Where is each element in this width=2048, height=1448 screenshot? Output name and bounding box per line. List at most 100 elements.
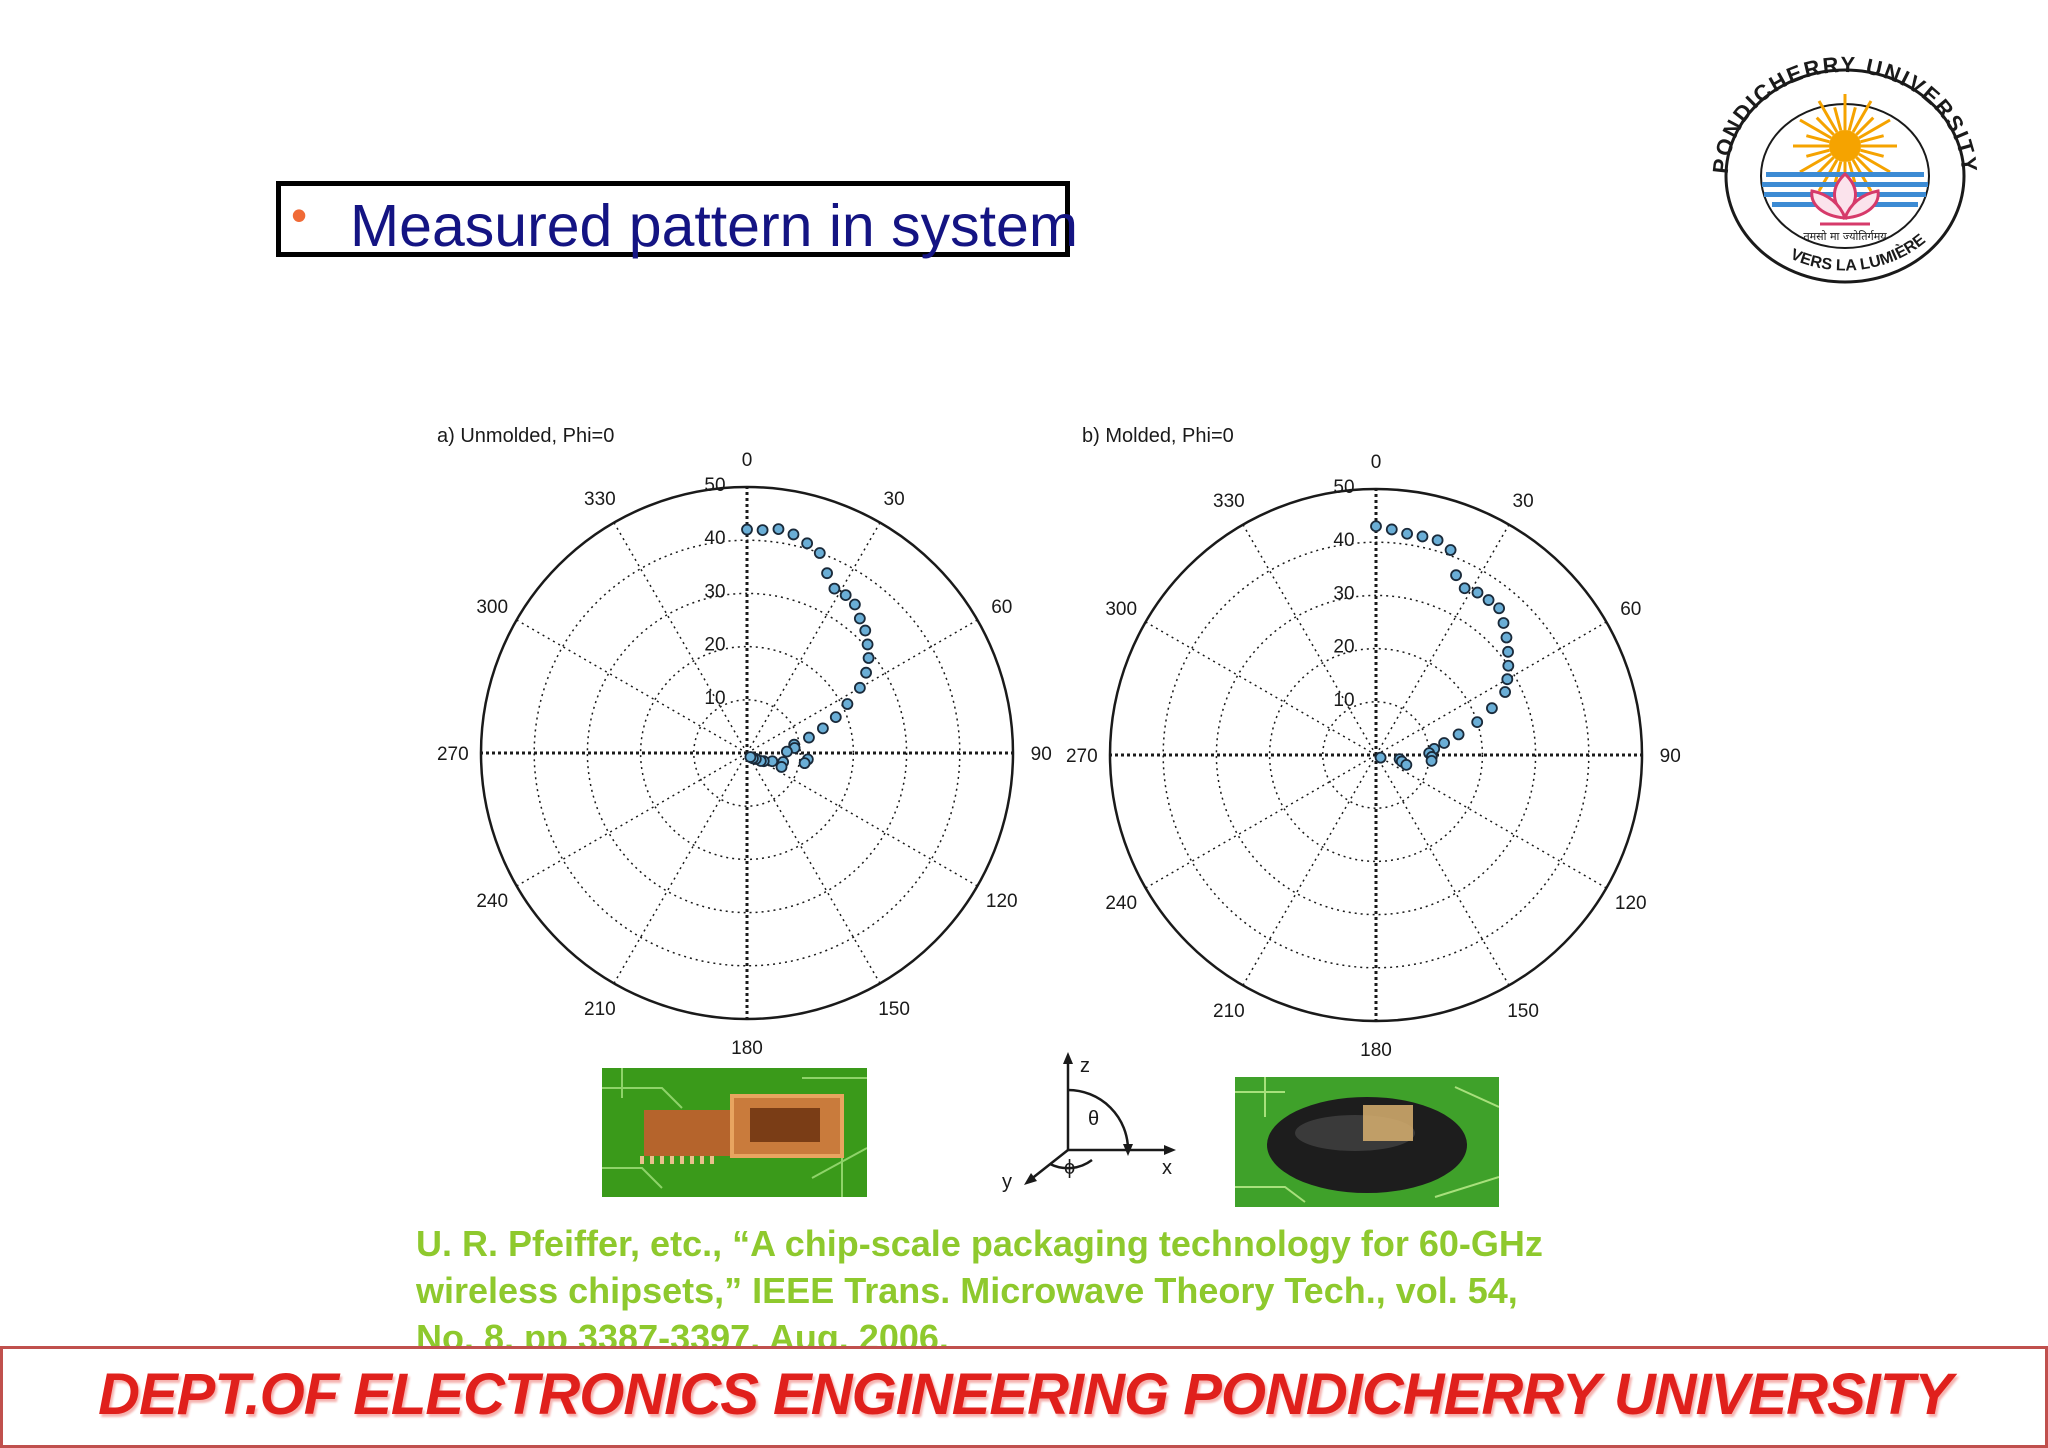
- angle-tick-label: 300: [476, 597, 508, 618]
- data-point: [1450, 569, 1462, 582]
- angular-grid-line: [516, 752, 748, 887]
- data-point: [853, 612, 866, 625]
- data-point: [859, 624, 872, 637]
- data-point: [1500, 631, 1513, 644]
- radial-tick-label: 20: [704, 635, 725, 656]
- data-point: [1400, 758, 1413, 771]
- data-point: [853, 681, 866, 694]
- data-point: [1416, 530, 1429, 543]
- logo-motto: तमसो मा ज्योतिर्गमय: [1803, 230, 1887, 243]
- data-point: [756, 524, 769, 537]
- university-logo: PONDICHERRY UNIVERSITY VERS LA LUMIÈRE त…: [1708, 52, 1980, 284]
- angle-tick-label: 240: [476, 891, 508, 912]
- data-point: [860, 666, 872, 679]
- citation-line: U. R. Pfeiffer, etc., “A chip-scale pack…: [416, 1223, 1543, 1264]
- data-point: [1482, 594, 1495, 606]
- data-point: [1425, 754, 1438, 767]
- data-point: [1431, 534, 1444, 547]
- angular-grid-line: [1375, 524, 1510, 756]
- data-point: [861, 638, 874, 651]
- angular-grid-line: [746, 752, 978, 887]
- angular-grid-line: [1242, 754, 1377, 986]
- data-point: [862, 652, 875, 664]
- angle-tick-label: 90: [1660, 746, 1681, 767]
- data-point: [1501, 673, 1514, 686]
- data-point: [1458, 582, 1471, 595]
- angular-grid-line: [1375, 754, 1607, 889]
- angle-tick-label: 90: [1031, 744, 1052, 765]
- angle-tick-label: 120: [986, 891, 1018, 912]
- angle-tick-label: 330: [1213, 491, 1245, 512]
- angle-tick-label: 270: [1066, 746, 1098, 767]
- radial-grid-ring: [1268, 647, 1484, 863]
- angle-tick-label: 180: [731, 1038, 763, 1059]
- data-point: [1438, 737, 1451, 749]
- footer-text: DEPT.OF ELECTRONICS ENGINEERING PONDICHE…: [98, 1362, 1953, 1427]
- angular-grid-line: [516, 619, 748, 754]
- angular-grid-line: [1145, 754, 1377, 889]
- data-point: [848, 598, 861, 611]
- angle-tick-label: 210: [1213, 1001, 1245, 1022]
- data-point: [780, 745, 793, 758]
- radial-grid-ring: [639, 645, 855, 861]
- data-point: [829, 711, 842, 724]
- data-point: [775, 761, 788, 773]
- radial-tick-label: 10: [704, 688, 725, 709]
- angle-tick-label: 120: [1615, 893, 1647, 914]
- citation-line: wireless chipsets,” IEEE Trans. Microwav…: [416, 1270, 1518, 1311]
- data-point: [1374, 751, 1387, 764]
- radial-tick-label: 50: [1333, 477, 1354, 498]
- lotus-icon: [1810, 171, 1880, 226]
- data-point: [1486, 702, 1498, 715]
- angle-tick-label: 330: [584, 489, 616, 510]
- radial-tick-label: 10: [1333, 690, 1354, 711]
- data-point: [798, 757, 811, 770]
- radial-grid-ring: [586, 592, 908, 914]
- data-point: [821, 567, 833, 580]
- data-point: [813, 547, 826, 559]
- radial-grid-ring: [693, 699, 801, 807]
- data-point: [841, 698, 854, 710]
- angle-tick-label: 30: [884, 489, 905, 510]
- angle-tick-label: 180: [1360, 1040, 1392, 1061]
- angle-tick-label: 150: [1507, 1001, 1539, 1022]
- data-point: [1502, 659, 1515, 672]
- radial-tick-label: 20: [1333, 637, 1354, 658]
- molded-chip-photo: [1235, 1077, 1500, 1207]
- axis-z-label: z: [1080, 1055, 1090, 1077]
- title-box: • Measured pattern in system: [276, 181, 1078, 259]
- data-point: [1385, 523, 1398, 536]
- axis-x-label: x: [1162, 1157, 1172, 1179]
- bullet-icon: •: [291, 189, 308, 241]
- citation: U. R. Pfeiffer, etc., “A chip-scale pack…: [416, 1220, 1716, 1361]
- axes-diagram: z θ x y ϕ: [1002, 1052, 1176, 1193]
- angular-grid-line: [1242, 524, 1377, 756]
- radial-tick-label: 30: [1333, 583, 1354, 604]
- radial-tick-label: 40: [1333, 530, 1354, 551]
- angle-tick-label: 60: [991, 597, 1012, 618]
- data-point: [1502, 645, 1514, 658]
- footer-banner: DEPT.OF ELECTRONICS ENGINEERING PONDICHE…: [0, 1346, 2048, 1448]
- data-point: [1401, 527, 1413, 540]
- axis-theta-label: θ: [1088, 1108, 1099, 1130]
- data-point: [1493, 602, 1506, 615]
- data-point: [1499, 686, 1512, 698]
- angular-grid-line: [1145, 621, 1377, 756]
- angular-grid-line: [1375, 754, 1510, 986]
- angle-tick-label: 210: [584, 999, 616, 1020]
- radial-grid-ring: [1215, 594, 1537, 916]
- axis-y-label: y: [1002, 1171, 1012, 1193]
- angular-grid-line: [1375, 621, 1607, 756]
- data-point: [1471, 586, 1484, 599]
- radial-tick-label: 30: [704, 581, 725, 602]
- radial-tick-label: 50: [704, 475, 725, 496]
- chart-title: b) Molded, Phi=0: [1082, 425, 1234, 447]
- data-point: [839, 589, 852, 601]
- data-point: [741, 523, 753, 536]
- data-point: [772, 523, 785, 536]
- unmolded-chip-photo: [602, 1068, 868, 1197]
- data-point: [1497, 617, 1510, 629]
- data-point: [1370, 520, 1382, 533]
- data-point: [1452, 728, 1465, 741]
- data-point: [803, 731, 815, 744]
